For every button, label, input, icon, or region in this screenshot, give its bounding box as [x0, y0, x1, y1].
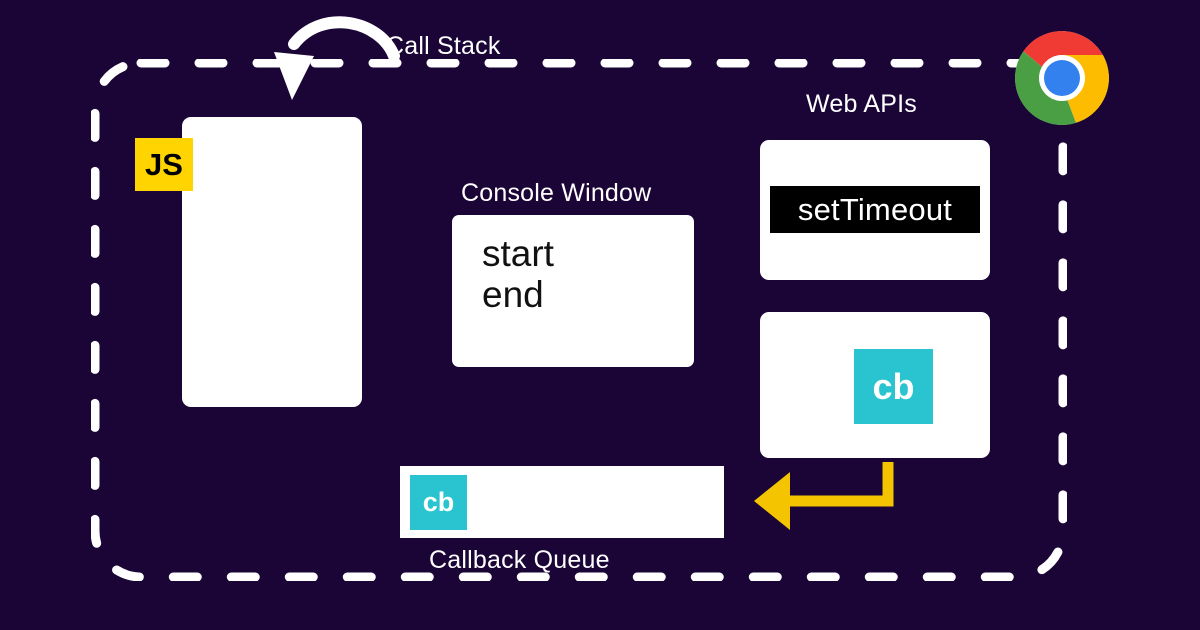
web-api-panel-timer: setTimeout	[760, 140, 990, 280]
settimeout-chip-label: setTimeout	[797, 191, 953, 227]
web-api-panel-callback: cb	[760, 312, 990, 458]
callback-queue-label: Callback Queue	[429, 546, 610, 574]
callback-queue-item: cb	[410, 475, 467, 530]
js-logo-text: JS	[145, 147, 183, 182]
callback-chip-label: cb	[872, 365, 915, 407]
js-logo-badge: JS	[135, 138, 193, 191]
call-stack-label: Call Stack	[386, 32, 501, 60]
console-window-panel: start end	[452, 215, 694, 367]
callback-queue-item-label: cb	[422, 487, 455, 517]
webapi-to-queue-arrow-icon	[748, 458, 908, 538]
settimeout-chip: setTimeout	[770, 186, 980, 233]
console-line: start	[482, 233, 554, 274]
console-window-label: Console Window	[461, 179, 652, 207]
callback-chip: cb	[854, 349, 933, 424]
into-call-stack-arrow-icon	[262, 10, 402, 110]
browser-boundary	[91, 59, 1067, 581]
console-line: end	[482, 274, 544, 316]
callback-queue-panel: cb	[400, 466, 724, 538]
call-stack-panel	[182, 117, 362, 407]
web-apis-label: Web APIs	[806, 90, 917, 118]
chrome-logo	[1014, 30, 1110, 126]
